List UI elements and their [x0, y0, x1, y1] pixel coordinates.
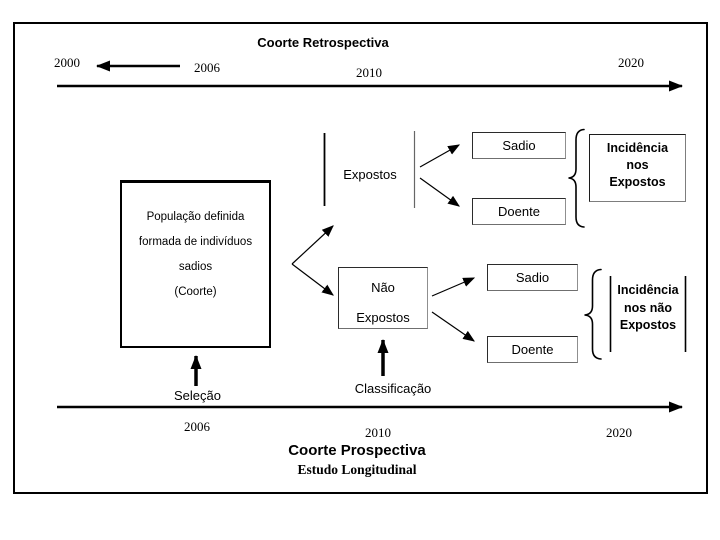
not-exposed-sick-box: Doente: [487, 336, 578, 363]
not-exposed-sick-label: Doente: [511, 342, 554, 357]
not-exposed-label-line-2: Expostos: [356, 310, 410, 325]
exposed-sick-box: Doente: [472, 198, 566, 225]
prospective-title: Coorte Prospectiva: [288, 442, 426, 459]
retrospective-title: Coorte Retrospectiva: [257, 35, 389, 50]
cohort-line-1: População definida: [146, 211, 245, 223]
incidence-not-exposed-line-3: Expostos: [619, 318, 677, 332]
incidence-exposed-line-1: Incidência: [606, 141, 669, 155]
diagram-frame: [13, 22, 708, 494]
exposed-healthy-label: Sadio: [502, 138, 536, 153]
exposed-label: Expostos: [343, 167, 397, 182]
prospective-subtitle: Estudo Longitudinal: [297, 462, 417, 477]
incidence-exposed-line-3: Expostos: [609, 175, 666, 189]
exposed-sick-label: Doente: [498, 204, 540, 219]
cohort-line-3: sadios: [178, 261, 213, 273]
incidence-exposed-box: Incidência nos Expostos: [589, 134, 686, 202]
not-exposed-healthy-box: Sadio: [487, 264, 578, 291]
not-exposed-box: Não Expostos: [338, 267, 428, 329]
incidence-exposed-line-2: nos: [626, 158, 649, 172]
cohort-line-2: formada de indivíduos: [138, 236, 253, 248]
bottom-year-2020: 2020: [606, 425, 632, 440]
top-year-2006: 2006: [194, 60, 220, 75]
top-year-2000: 2000: [54, 55, 80, 70]
classification-label: Classificação: [354, 381, 432, 396]
not-exposed-healthy-label: Sadio: [515, 270, 550, 285]
top-year-2020: 2020: [618, 55, 644, 70]
incidence-not-exposed-line-1: Incidência: [617, 283, 679, 297]
bottom-year-2006: 2006: [184, 419, 210, 434]
selection-label: Seleção: [174, 388, 221, 403]
incidence-not-exposed-label: Incidência nos não Expostos: [611, 282, 685, 335]
cohort-line-4: (Coorte): [174, 286, 217, 298]
incidence-not-exposed-line-2: nos não: [624, 300, 672, 315]
top-year-2010: 2010: [356, 65, 382, 80]
cohort-population-box: População definida formada de indivíduos…: [120, 180, 271, 348]
not-exposed-label-line-1: Não: [371, 280, 395, 295]
exposed-healthy-box: Sadio: [472, 132, 566, 159]
bottom-year-2010: 2010: [365, 425, 391, 440]
